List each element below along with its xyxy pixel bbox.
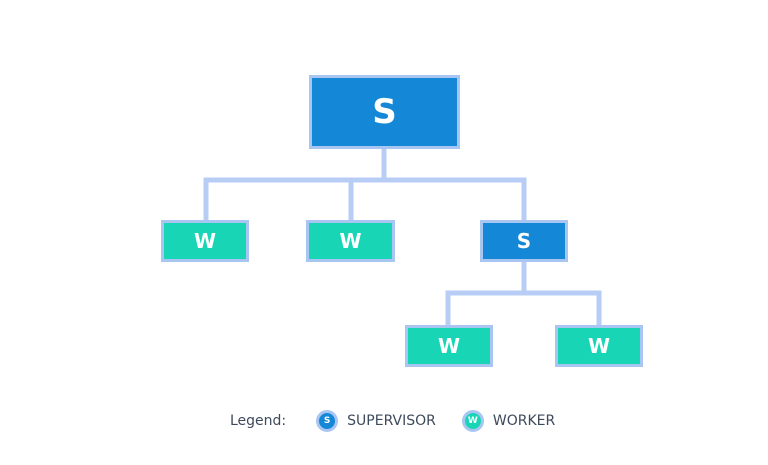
worker-node-4: W [555,325,643,367]
connectors-s2 [445,257,602,330]
connectors-root [203,145,527,226]
node-label: W [437,334,461,358]
worker-node-1: W [161,220,249,262]
node-label: W [339,229,362,253]
supervisor-badge-icon: S [316,410,339,432]
worker-node-2: W [306,220,395,262]
supervisor-node-root: S [309,75,460,149]
legend-item-supervisor: S SUPERVISOR [316,410,436,432]
legend: Legend: S SUPERVISOR W WORKER [230,407,581,435]
legend-item-worker: W WORKER [461,410,556,432]
node-label: S [516,229,532,253]
worker-node-3: W [405,325,493,367]
legend-label-supervisor: SUPERVISOR [347,413,436,429]
worker-badge-icon: W [461,410,484,432]
node-label: W [587,334,611,358]
node-label: W [193,229,217,253]
supervisor-node-2: S [480,220,568,262]
node-label: S [372,92,397,132]
legend-title: Legend: [230,413,287,429]
legend-label-worker: WORKER [492,413,556,429]
